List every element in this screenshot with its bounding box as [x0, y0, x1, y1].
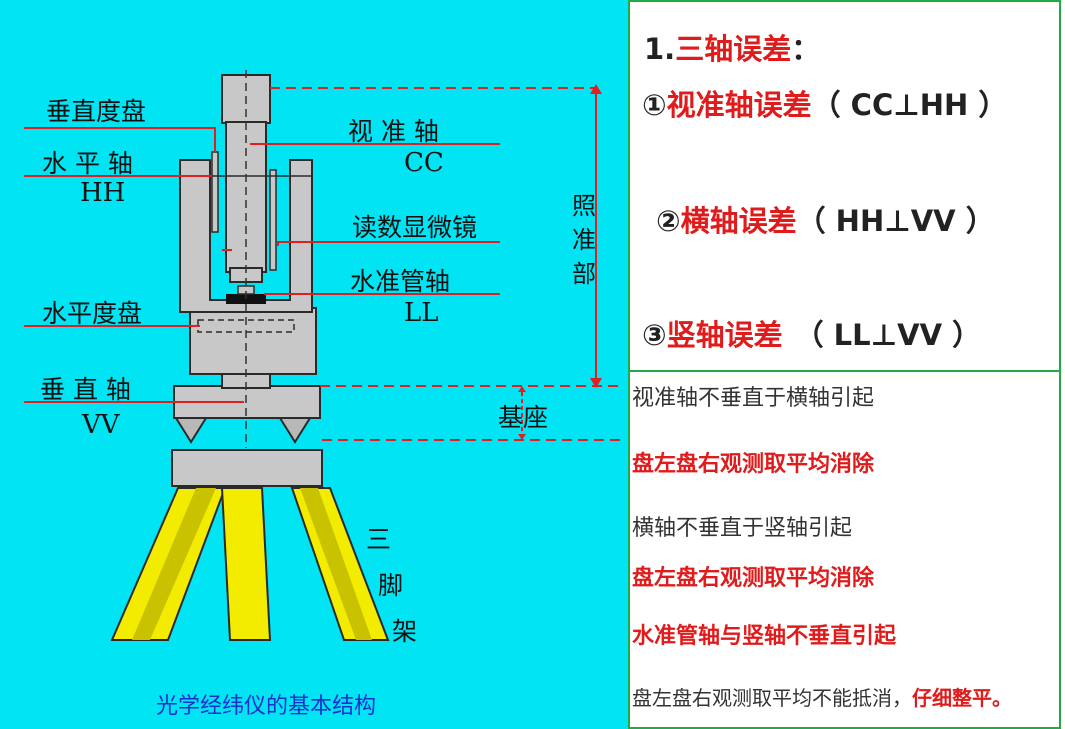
label-vertical-circle: 垂直度盘: [46, 97, 147, 126]
label-vertical-axis: 垂 直 轴: [40, 375, 131, 404]
foot-screw-right: [278, 417, 312, 444]
label-reading-microscope: 读数显微镜: [352, 213, 478, 242]
foot-screw-left: [174, 417, 208, 444]
errors-heading: 1.三轴误差：: [644, 26, 820, 68]
error-item-2: ②横轴误差（ HH⊥VV ）: [656, 198, 995, 240]
label-level-tube-axis: 水准管轴: [350, 267, 451, 296]
label-line-of-sight: 视 准 轴: [348, 117, 439, 146]
three-axis-errors-panel: 1.三轴误差： ①视准轴误差（ CC⊥HH ） ②横轴误差（ HH⊥VV ） ③…: [628, 0, 1061, 372]
horizontal-circle-body: [189, 307, 317, 375]
note-line-6: 盘左盘右观测取平均不能抵消，仔细整平。: [632, 682, 1012, 711]
error-item-3-num: ③: [642, 318, 667, 352]
tripod-head: [171, 449, 323, 487]
note-line-5: 水准管轴与竖轴不垂直引起: [632, 624, 897, 649]
label-level-tube-axis-code: LL: [404, 298, 439, 328]
note-line-3: 横轴不垂直于竖轴引起: [632, 516, 853, 541]
label-horizontal-axis-code: HH: [80, 178, 126, 208]
errors-heading-number: 1.: [644, 32, 676, 66]
label-sighting-part-1: 照: [572, 192, 596, 220]
error-item-1-name: 视准轴误差: [666, 88, 812, 122]
label-tripod-1: 三: [366, 525, 392, 554]
error-item-1: ①视准轴误差（ CC⊥HH ）: [642, 82, 1007, 124]
note-line-1: 视准轴不垂直于横轴引起: [632, 386, 875, 411]
note-line-2: 盘左盘右观测取平均消除: [632, 452, 875, 477]
error-item-2-name: 横轴误差: [680, 204, 797, 238]
error-item-2-relation: （ HH⊥VV ）: [796, 204, 995, 238]
note-line-4: 盘左盘右观测取平均消除: [632, 566, 875, 591]
telescope-tube: [225, 121, 267, 273]
error-item-3: ③竖轴误差 （ LL⊥VV ）: [642, 312, 981, 354]
tripod-legs: [110, 487, 390, 641]
vertical-circle-plate: [211, 151, 219, 233]
error-item-1-num: ①: [642, 88, 667, 122]
label-horizontal-axis: 水 平 轴: [42, 149, 133, 178]
label-sighting-part-3: 部: [572, 260, 596, 288]
diagram-caption: 光学经纬仪的基本结构: [156, 694, 377, 719]
label-vertical-axis-code: VV: [82, 410, 120, 440]
error-item-1-relation: （ CC⊥HH ）: [811, 88, 1008, 122]
errors-heading-colon: ：: [791, 32, 821, 66]
error-item-3-name: 竖轴误差: [666, 318, 783, 352]
errors-heading-text: 三轴误差: [675, 32, 792, 66]
theodolite-drawing: [24, 70, 622, 641]
instrument-diagram: 垂直度盘 水 平 轴 HH 水平度盘 垂 直 轴 VV 视 准 轴 CC 读数显…: [0, 0, 628, 729]
label-sighting-part-2: 准: [572, 226, 596, 254]
error-notes-panel: 视准轴不垂直于横轴引起 盘左盘右观测取平均消除 横轴不垂直于竖轴引起 盘左盘右观…: [628, 372, 1061, 729]
label-tripod-3: 架: [392, 617, 418, 646]
label-line-of-sight-code: CC: [404, 148, 444, 178]
error-item-3-relation: （ LL⊥VV ）: [794, 318, 982, 352]
error-item-2-num: ②: [656, 204, 681, 238]
label-base: 基座: [498, 403, 549, 432]
label-horizontal-circle: 水平度盘: [42, 299, 143, 328]
label-tripod-2: 脚: [378, 571, 404, 600]
note-line-6-emphasis: 仔细整平。: [912, 686, 1012, 710]
note-line-6-text: 盘左盘右观测取平均不能抵消，: [632, 686, 912, 710]
